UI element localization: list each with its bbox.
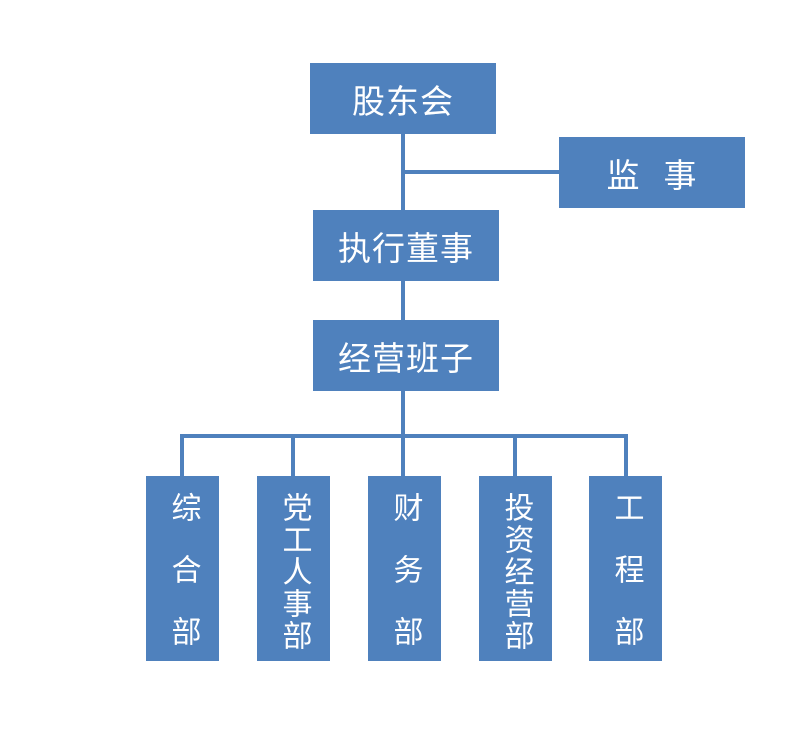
node-department-3: 财务部 — [368, 476, 441, 678]
node-department-4: 投资经营部 — [479, 476, 552, 661]
node-management-team: 经营班子 — [313, 320, 499, 391]
department-label: 综合部 — [165, 492, 201, 678]
connector-to-dept-2 — [291, 434, 295, 477]
node-management-team-label: 经营班子 — [338, 338, 474, 378]
connector-director-to-management — [401, 281, 405, 321]
connector-to-dept-1 — [180, 434, 184, 477]
connector-to-dept-3 — [401, 434, 405, 477]
department-label: 财务部 — [387, 492, 423, 678]
node-department-2: 党工人事部 — [257, 476, 330, 661]
connector-management-down — [401, 391, 405, 437]
node-executive-director: 执行董事 — [313, 210, 499, 281]
connector-to-dept-5 — [624, 434, 628, 477]
node-supervisor-label: 监 事 — [606, 155, 698, 195]
department-label: 党工人事部 — [276, 492, 312, 652]
connector-to-supervisor — [401, 170, 559, 174]
node-executive-director-label: 执行董事 — [338, 228, 474, 268]
node-department-1: 综合部 — [146, 476, 219, 678]
node-department-5: 工程部 — [589, 476, 662, 678]
node-shareholders-label: 股东会 — [352, 81, 454, 121]
department-label: 工程部 — [608, 492, 644, 678]
node-supervisor: 监 事 — [559, 137, 745, 208]
connector-to-dept-4 — [513, 434, 517, 477]
department-label: 投资经营部 — [498, 492, 534, 652]
node-shareholders: 股东会 — [310, 63, 496, 134]
